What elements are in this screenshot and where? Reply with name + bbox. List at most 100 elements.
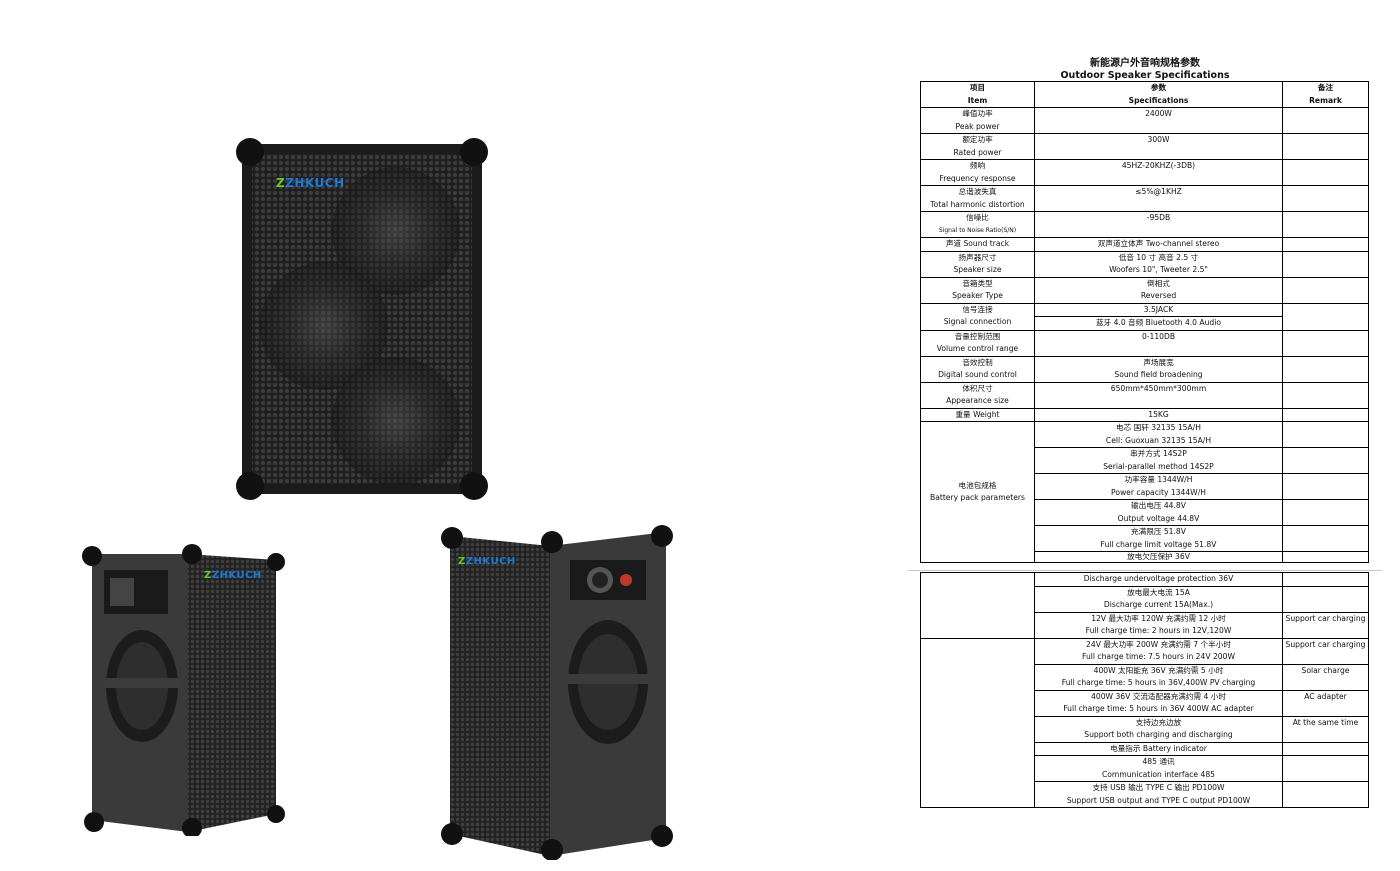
speaker-side-left-image: ZZHKUCH: [80, 544, 286, 836]
remark-cell: [1282, 237, 1369, 252]
spec-title-cn: 新能源户外音响规格参数: [1090, 58, 1200, 69]
remark-cell: [1282, 499, 1369, 526]
speaker-side-left-drawing: [82, 544, 285, 836]
remark-cell: Support car charging: [1282, 637, 1369, 665]
remark-cell: [1282, 447, 1369, 474]
remark-cell: AC adapter: [1282, 689, 1369, 717]
item-cell: 声道 Sound track: [920, 237, 1035, 252]
remark-cell: [1282, 133, 1369, 160]
remark-cell: [1282, 211, 1369, 238]
remark-cell: [1282, 407, 1369, 422]
remark-cell: [1282, 585, 1369, 613]
page-break-line: [908, 570, 1382, 571]
remark-cell: [1282, 250, 1369, 278]
spec-cell: Discharge undervoltage protection 36V: [1034, 572, 1283, 587]
remark-cell: [1282, 329, 1369, 357]
spec-title-en: Outdoor Speaker Specifications: [1060, 70, 1230, 81]
remark-cell: [1282, 355, 1369, 383]
remark-cell: Support car charging: [1282, 611, 1369, 639]
table-row: 重量 Weight 15KG: [920, 407, 1369, 422]
item-cell: [920, 637, 1035, 808]
brand-logo: ZZHKUCH: [458, 556, 516, 567]
brand-logo: ZZHKUCH: [276, 176, 345, 190]
spec-cell: 电量指示 Battery indicator: [1034, 741, 1283, 756]
spec-cell: ≤5%@1KHZ: [1034, 185, 1283, 212]
speaker-front-image: ZZHKUCH: [236, 136, 488, 502]
remark-cell: Solar charge: [1282, 663, 1369, 691]
spec-cell: 300W: [1034, 133, 1283, 160]
table-row: Discharge undervoltage protection 36V: [920, 572, 1369, 639]
spec-cell: 0-110DB: [1034, 329, 1283, 357]
remark-cell: [1282, 381, 1369, 409]
remark-cell: [1282, 107, 1369, 134]
spec-cell: 放电欠压保护 36V: [1034, 551, 1283, 563]
item-cell: 重量 Weight: [920, 407, 1035, 422]
spec-cell: 45HZ-20KHZ(-3DB): [1034, 159, 1283, 186]
remark-cell: [1282, 276, 1369, 304]
remark-cell: [1282, 551, 1369, 563]
speaker-front-drawing: [236, 138, 488, 500]
spec-cell: 3.5JACK: [1034, 302, 1283, 317]
speaker-side-right-drawing: [441, 525, 673, 860]
remark-cell: [1282, 185, 1369, 212]
battery-item-cell: 电池包规格 Battery pack parameters: [920, 421, 1035, 563]
speaker-side-right-image: ZZHKUCH: [440, 522, 676, 860]
table-row: 放电欠压保护 36V: [921, 551, 1369, 563]
remark-cell: [1282, 421, 1369, 448]
spec-table-continued: Discharge undervoltage protection 36V 放电…: [920, 572, 1369, 808]
spec-sheet: 新能源户外音响规格参数 Outdoor Speaker Specificatio…: [920, 58, 1370, 563]
spec-cell: 15KG: [1034, 407, 1283, 422]
item-cell: [920, 572, 1035, 639]
remark-cell: [1282, 525, 1369, 552]
table-row: 声道 Sound track 双声道立体声 Two-channel stereo: [920, 237, 1369, 252]
spec-cell: 650mm*450mm*300mm: [1034, 381, 1283, 409]
remark-cell: [1282, 159, 1369, 186]
remark-cell: At the same time: [1282, 715, 1369, 743]
remark-cell: [1282, 781, 1369, 808]
table-row: 电池包规格 Battery pack parameters 电芯 国轩 3213…: [920, 421, 1369, 563]
